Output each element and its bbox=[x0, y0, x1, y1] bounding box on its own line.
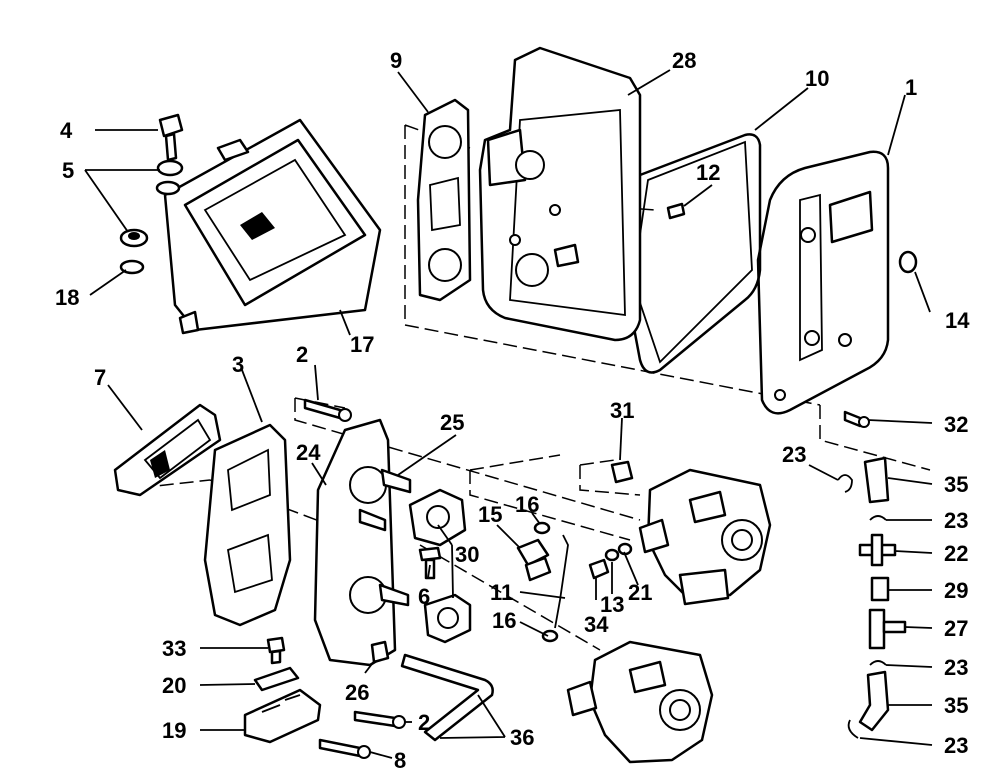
part-6-screw bbox=[418, 546, 442, 580]
callout-11: 11 bbox=[490, 580, 513, 605]
callout-34: 34 bbox=[584, 612, 609, 637]
part-10-gasket bbox=[623, 133, 762, 374]
callout-23d: 23 bbox=[944, 733, 968, 758]
callout-16a: 16 bbox=[515, 492, 539, 517]
part-1-cover bbox=[756, 150, 890, 415]
part-13-washer bbox=[604, 548, 620, 562]
part-22-tee bbox=[858, 533, 897, 567]
part-15-clip bbox=[516, 538, 552, 582]
part-36-hose bbox=[400, 653, 494, 742]
callout-9: 9 bbox=[390, 48, 402, 73]
callout-4: 4 bbox=[60, 118, 73, 143]
callout-8: 8 bbox=[394, 748, 406, 773]
callout-23b: 23 bbox=[944, 508, 968, 533]
part-19-bracket bbox=[243, 688, 322, 744]
callout-26: 26 bbox=[345, 680, 369, 705]
part-17-silencer bbox=[163, 118, 382, 335]
part-4-screw bbox=[158, 113, 184, 162]
part-27-tee bbox=[868, 608, 907, 650]
part-9-gasket bbox=[416, 98, 472, 302]
part-26-fitting bbox=[370, 640, 390, 664]
part-8-screw bbox=[318, 738, 371, 759]
callout-36: 36 bbox=[510, 725, 534, 750]
callout-35b: 35 bbox=[944, 693, 968, 718]
callout-5: 5 bbox=[62, 158, 74, 183]
callout-35a: 35 bbox=[944, 472, 968, 497]
callout-10: 10 bbox=[805, 66, 829, 91]
part-18-washer bbox=[119, 259, 145, 275]
callout-22: 22 bbox=[944, 541, 968, 566]
callout-32: 32 bbox=[944, 412, 968, 437]
callout-17: 17 bbox=[350, 332, 374, 357]
callout-2a: 2 bbox=[296, 342, 308, 367]
callout-2b: 2 bbox=[418, 710, 430, 735]
callout-7: 7 bbox=[94, 365, 106, 390]
callout-numbers: 1 4 5 18 17 14 9 28 10 12 2 3 7 24 25 31… bbox=[55, 48, 970, 773]
callout-28: 28 bbox=[672, 48, 696, 73]
part-16-clip bbox=[533, 521, 559, 643]
callout-30: 30 bbox=[455, 542, 479, 567]
part-28-adapter bbox=[478, 46, 642, 342]
callout-14: 14 bbox=[945, 308, 970, 333]
part-14-grommet bbox=[898, 250, 918, 274]
part-33-screw bbox=[266, 636, 286, 665]
callout-29: 29 bbox=[944, 578, 968, 603]
callout-23c: 23 bbox=[944, 655, 968, 680]
part-31-nut bbox=[610, 460, 634, 484]
part-3-gasket bbox=[203, 423, 292, 627]
callout-19: 19 bbox=[162, 718, 186, 743]
part-11-link bbox=[554, 534, 569, 629]
callout-24: 24 bbox=[296, 440, 321, 465]
part-35-hose-lower bbox=[858, 670, 890, 732]
part-20-plate bbox=[253, 666, 300, 692]
callout-1: 1 bbox=[905, 75, 917, 100]
callout-33: 33 bbox=[162, 636, 186, 661]
part-29-sleeve bbox=[870, 576, 890, 602]
callout-12: 12 bbox=[696, 160, 720, 185]
carburetor-upper bbox=[638, 468, 772, 606]
callout-21: 21 bbox=[628, 580, 652, 605]
callout-13: 13 bbox=[600, 592, 624, 617]
part-5-grommet bbox=[119, 159, 184, 248]
part-35-hose-upper bbox=[863, 456, 890, 504]
callout-25: 25 bbox=[440, 410, 464, 435]
carburetor-lower bbox=[566, 640, 714, 764]
callout-20: 20 bbox=[162, 673, 186, 698]
callout-3: 3 bbox=[232, 352, 244, 377]
callout-6: 6 bbox=[418, 584, 430, 609]
part-34-screw bbox=[588, 558, 610, 580]
callout-27: 27 bbox=[944, 616, 968, 641]
part-12-screw bbox=[666, 202, 686, 220]
part-2-screw bbox=[303, 398, 352, 422]
leader-lines bbox=[84, 69, 933, 759]
callout-18: 18 bbox=[55, 285, 79, 310]
part-23-clamp bbox=[837, 474, 887, 739]
part-2-screw-lower bbox=[353, 710, 406, 729]
callout-15: 15 bbox=[478, 502, 502, 527]
callout-16b: 16 bbox=[492, 608, 516, 633]
part-32-screw bbox=[843, 410, 870, 428]
callout-31: 31 bbox=[610, 398, 634, 423]
callout-23a: 23 bbox=[782, 442, 806, 467]
part-24-intake-manifold bbox=[313, 418, 412, 667]
part-7-reed-valve bbox=[113, 403, 222, 497]
part-25-30-gaskets bbox=[408, 488, 472, 644]
